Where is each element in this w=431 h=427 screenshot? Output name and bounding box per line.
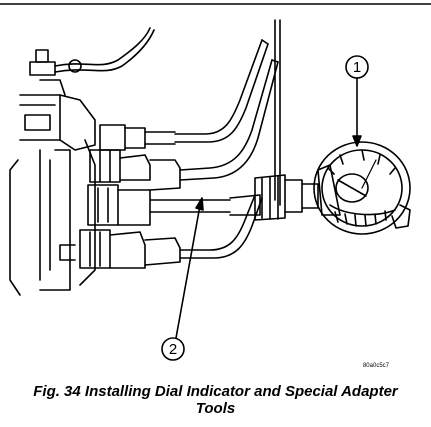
caption-line-2: Tools [195, 400, 236, 417]
figure-caption: Fig. 34 Installing Dial Indicator and Sp… [0, 383, 431, 417]
special-adapter-tool [229, 174, 319, 221]
callout-1-label: 1 [353, 59, 361, 76]
callout-2 [161, 197, 204, 361]
figure-code: 80a0c5c7 [362, 363, 389, 369]
dial-indicator-illustration: 1 2 [0, 3, 431, 361]
injection-pump-body [9, 79, 96, 296]
sensor-wire [29, 27, 155, 76]
dial-indicator [313, 141, 411, 235]
callout-2-label: 2 [169, 341, 177, 358]
delivery-valve-fittings [59, 124, 181, 269]
callout-1 [345, 55, 369, 147]
caption-line-1: Fig. 34 Installing Dial Indicator and Sp… [33, 383, 398, 400]
fuel-lines [149, 19, 281, 259]
